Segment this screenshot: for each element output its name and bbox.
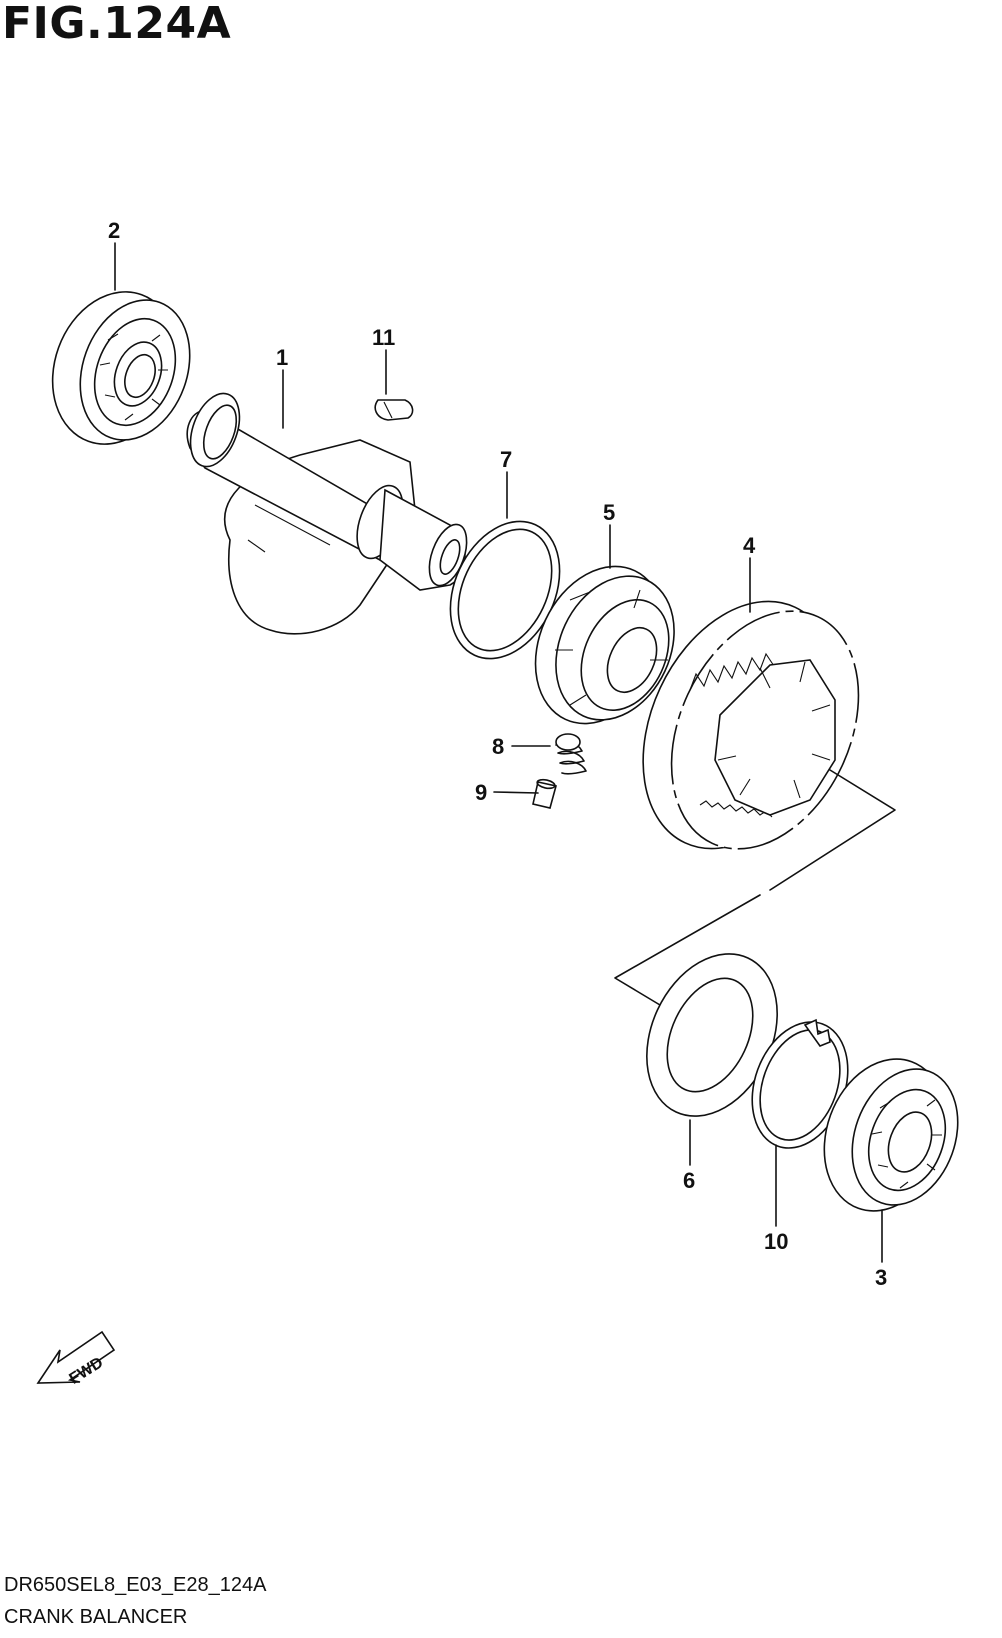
fwd-arrow-icon: FWD <box>36 1330 116 1388</box>
part-1-balancer-shaft[interactable] <box>181 387 474 635</box>
callout-2[interactable]: 2 <box>108 218 120 243</box>
callout-11[interactable]: 11 <box>372 325 395 350</box>
part-5-damper-hub[interactable] <box>511 545 697 744</box>
callout-labels: 2 1 11 7 5 4 8 9 6 10 3 <box>108 218 887 1290</box>
callout-6[interactable]: 6 <box>683 1168 695 1193</box>
callout-8[interactable]: 8 <box>492 734 504 759</box>
callout-10[interactable]: 10 <box>764 1229 788 1254</box>
leader-lines <box>114 242 883 1263</box>
explode-bracket <box>614 769 896 1006</box>
callout-3[interactable]: 3 <box>875 1265 887 1290</box>
part-9-pin[interactable] <box>532 778 557 809</box>
figure-name: CRANK BALANCER <box>4 1606 188 1628</box>
part-2-bearing[interactable] <box>32 274 209 462</box>
part-4-driven-gear[interactable] <box>605 570 895 880</box>
callout-7[interactable]: 7 <box>500 447 512 472</box>
part-3-bearing[interactable] <box>804 1042 976 1228</box>
callout-9[interactable]: 9 <box>475 780 487 805</box>
callout-5[interactable]: 5 <box>603 500 615 525</box>
part-8-spring[interactable] <box>555 733 587 775</box>
part-11-key[interactable] <box>374 399 414 421</box>
callout-1[interactable]: 1 <box>276 345 288 370</box>
figure-title: FIG.124A <box>2 0 232 49</box>
callout-4[interactable]: 4 <box>743 533 756 558</box>
figure-code: DR650SEL8_E03_E28_124A <box>4 1574 267 1596</box>
